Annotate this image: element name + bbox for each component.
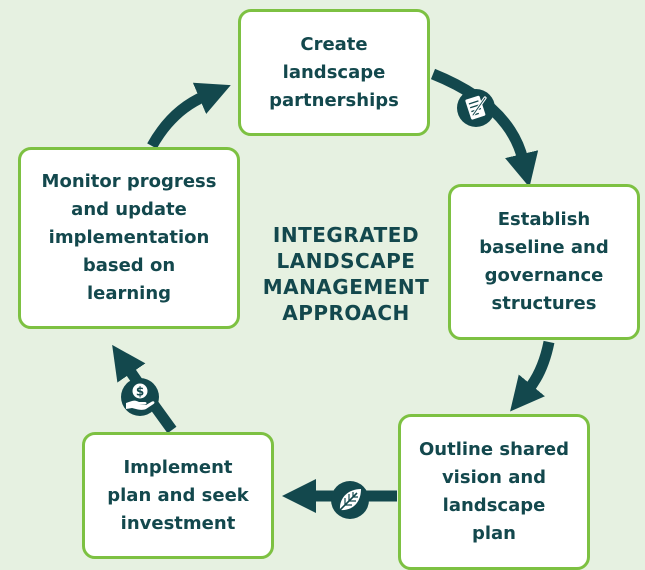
step-create-partnerships: Create landscape partnerships [238,9,430,136]
arrow-establish-to-outline [510,340,555,412]
notepad-pencil-icon [457,89,495,127]
step-monitor-progress: Monitor progress and update implementati… [18,147,240,329]
step-label: Outline shared vision and landscape plan [419,439,569,544]
step-label: Establish baseline and governance struct… [479,209,609,314]
svg-text:$: $ [136,385,144,399]
hand-money-icon: $ [121,378,159,416]
step-outline-vision: Outline shared vision and landscape plan [398,414,590,570]
leaf-icon [331,481,369,519]
step-label: Implement plan and seek investment [107,456,249,534]
center-title: INTEGRATED LANDSCAPE MANAGEMENT APPROACH [262,223,430,325]
step-implement-plan: Implement plan and seek investment [82,432,274,559]
arrow-monitor-to-create [147,82,231,149]
step-label: Monitor progress and update implementati… [41,171,217,304]
step-establish-baseline: Establish baseline and governance struct… [448,184,640,340]
step-label: Create landscape partnerships [269,33,399,111]
